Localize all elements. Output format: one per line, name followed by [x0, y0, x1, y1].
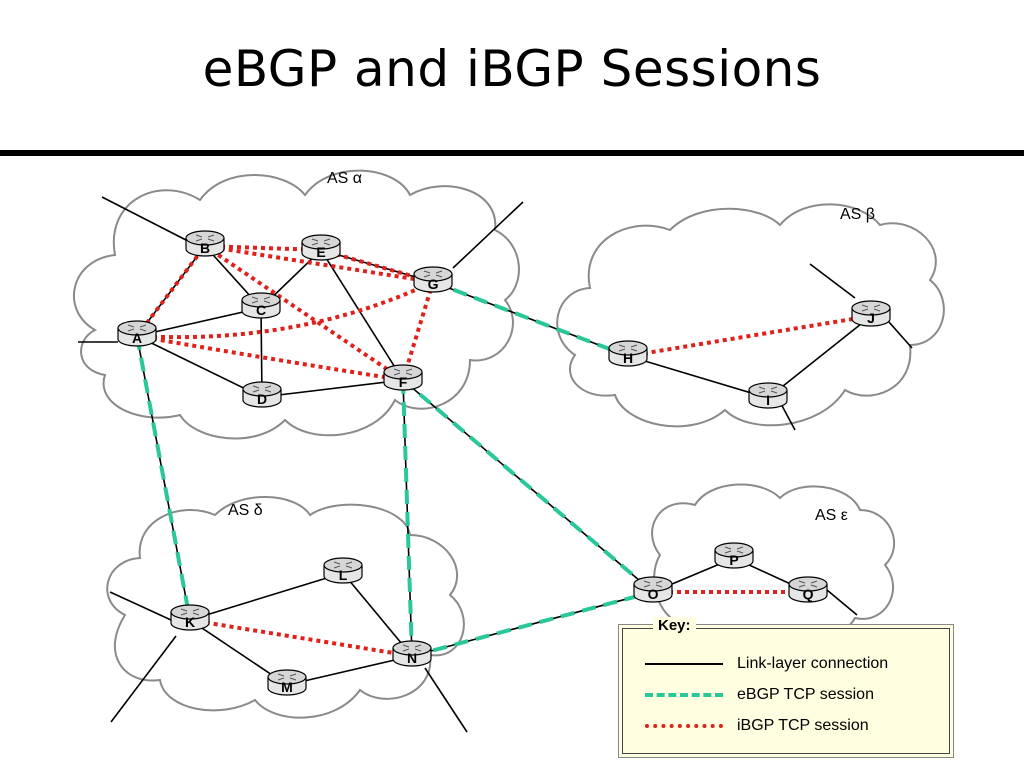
stub-g-topright [452, 201, 524, 269]
title-rule [0, 150, 1024, 156]
key-sample-ebgp [645, 693, 723, 697]
router-m-label: M [281, 679, 293, 695]
router-g-label: G [428, 276, 439, 292]
stub-k-bottom [110, 635, 177, 723]
stub-n-bottom [424, 667, 468, 733]
key-row-link: Link-layer connection [645, 653, 888, 675]
ibgp-sessions [135, 244, 872, 658]
as-beta-cloud [556, 203, 945, 428]
key-row-ibgp: iBGP TCP session [645, 715, 869, 737]
router-c: C [241, 292, 281, 319]
router-d: D [242, 381, 282, 408]
router-g: G [413, 266, 453, 293]
key-legend: Key: Link-layer connection eBGP TCP sess… [622, 617, 950, 754]
router-d-label: D [257, 391, 267, 407]
ebgp-session-a-k [135, 335, 192, 621]
link-k-l [189, 572, 344, 621]
link-e-f [320, 249, 404, 381]
slide-title: eBGP and iBGP Sessions [202, 40, 822, 98]
key-label-link: Link-layer connection [737, 655, 889, 672]
router-b: B [185, 230, 225, 257]
router-j: J [851, 300, 891, 327]
router-b-label: B [200, 240, 210, 256]
key-label-ibgp: iBGP TCP session [737, 717, 869, 734]
key-sample-link [645, 663, 723, 665]
stub-i-bottom [779, 401, 796, 431]
router-l: L [323, 557, 363, 584]
router-f: F [383, 364, 423, 391]
ebgp-session-n-o [411, 590, 654, 658]
router-p-label: P [729, 552, 738, 568]
router-m: M [267, 669, 307, 696]
router-c-label: C [256, 302, 266, 318]
router-q-label: Q [803, 586, 814, 602]
router-h-label: H [623, 350, 633, 366]
router-f-label: F [399, 374, 408, 390]
router-o-label: O [648, 586, 659, 602]
stub-b-topleft [101, 196, 187, 241]
external-link-stubs [78, 196, 913, 733]
router-j-label: J [867, 310, 875, 326]
ibgp-session-g-f [401, 281, 435, 381]
router-e-label: E [316, 244, 325, 260]
stub-j-bottomright [888, 321, 913, 349]
router-k: K [170, 604, 210, 631]
ebgp-session-f-n [401, 379, 414, 657]
key-label-ebgp: eBGP TCP session [737, 686, 874, 703]
router-k-label: K [185, 614, 195, 630]
ibgp-session-a-g [136, 280, 434, 340]
router-p: P [714, 542, 754, 569]
ibgp-session-a-b [135, 244, 207, 338]
as-clouds [72, 169, 945, 719]
ibgp-session-k-n [189, 618, 413, 658]
stub-q-right [826, 589, 858, 616]
as-delta-cloud [106, 496, 465, 719]
stub-j-topleft [809, 263, 856, 299]
as-alpha-label: AS α [327, 170, 362, 187]
link-h-i [627, 355, 769, 399]
ibgp-session-h-j [627, 314, 872, 358]
link-i-j [767, 315, 872, 399]
router-o: O [633, 576, 673, 603]
router-q: Q [788, 576, 828, 603]
router-n: N [392, 640, 432, 667]
link-a-c [136, 307, 262, 337]
as-beta-label: AS β [840, 206, 875, 223]
router-a: A [117, 320, 157, 347]
key-row-ebgp: eBGP TCP session [645, 684, 874, 706]
as-alpha-cloud [72, 169, 520, 440]
ibgp-session-b-g [204, 244, 434, 284]
key-sample-ibgp [645, 724, 723, 728]
routers: A B C D E F G H I J K L M N O P Q [117, 230, 891, 696]
ibgp-session-a-f [136, 334, 404, 382]
router-l-label: L [339, 567, 348, 583]
key-title: Key: [653, 617, 696, 634]
router-i: I [748, 382, 788, 409]
router-n-label: N [407, 650, 417, 666]
router-a-label: A [132, 330, 142, 346]
ebgp-session-f-o [401, 378, 655, 594]
as-epsilon-label: AS ε [815, 507, 848, 524]
router-i-label: I [766, 392, 770, 408]
link-d-f [261, 379, 404, 398]
as-delta-label: AS δ [228, 502, 263, 519]
link-m-n [286, 655, 413, 686]
router-e: E [301, 234, 341, 261]
stub-k-left [109, 591, 172, 621]
link-a-d [136, 335, 263, 398]
router-h: H [608, 340, 648, 367]
ebgp-sessions [135, 280, 655, 658]
ebgp-session-g-h [432, 280, 629, 358]
